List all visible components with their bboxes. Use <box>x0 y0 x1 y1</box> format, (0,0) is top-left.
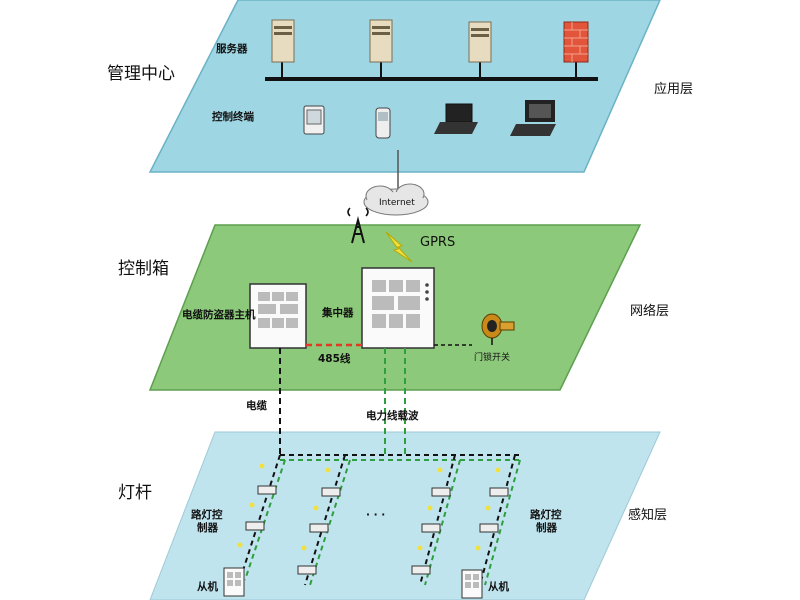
cable-label: 电缆 <box>246 399 267 412</box>
servers-label: 服务器 <box>216 42 248 55</box>
mobile-phone-icon <box>375 107 391 139</box>
concentrator-label: 集中器 <box>321 306 354 319</box>
control-terminals-label: 控制终端 <box>212 110 254 123</box>
lamp-pole-row <box>239 454 521 586</box>
gprs-tower-icon <box>347 207 369 244</box>
lamp-heads <box>237 463 501 551</box>
control-box-label: 控制箱 <box>118 259 169 279</box>
laptop-icon <box>434 103 478 134</box>
door-lock-label: 门锁开关 <box>474 351 510 363</box>
slave-label: 从机 <box>488 580 509 593</box>
pda-icon <box>303 105 325 135</box>
firewall-icon <box>563 21 589 79</box>
management-center-label: 管理中心 <box>107 64 175 84</box>
internet-cloud-icon <box>363 183 429 216</box>
ellipsis-label: · · · <box>366 509 385 521</box>
wireless-lightning-icon <box>385 231 413 263</box>
server-icon <box>468 21 492 79</box>
plc-label: 电力线载波 <box>366 409 419 422</box>
lamp-controller-label: 路灯控 制器 <box>191 508 226 534</box>
application-layer-label: 应用层 <box>654 81 693 97</box>
desktop-computer-icon <box>510 100 556 136</box>
slave-label: 从机 <box>197 580 218 593</box>
lamp-controller-label-line: 制器 <box>197 521 218 534</box>
cable-theft-host-box <box>249 283 307 349</box>
lamp-controller-label: 路灯控 制器 <box>530 508 565 534</box>
slave-box <box>223 567 245 597</box>
lamp-controller-label-line: 路灯控 <box>191 508 223 521</box>
door-lock-sensor-icon <box>481 313 515 345</box>
lamp-controllers <box>245 485 509 575</box>
perception-layer-plane <box>149 431 661 600</box>
internet-label: Internet <box>379 198 415 208</box>
lamp-controller-label-line: 制器 <box>536 521 557 534</box>
lamp-controller-label-line: 路灯控 <box>530 508 562 521</box>
lamp-pole-label: 灯杆 <box>118 483 152 503</box>
server-icon <box>369 19 393 79</box>
slave-box <box>461 569 483 599</box>
cable-theft-host-label: 电缆防盗器主机 <box>182 308 256 321</box>
server-icon <box>271 19 295 79</box>
rs485-label: 485线 <box>318 352 351 365</box>
gprs-label: GPRS <box>420 235 455 250</box>
network-layer-label: 网络层 <box>630 303 669 319</box>
perception-layer-label: 感知层 <box>628 507 667 523</box>
concentrator-box <box>361 267 435 349</box>
